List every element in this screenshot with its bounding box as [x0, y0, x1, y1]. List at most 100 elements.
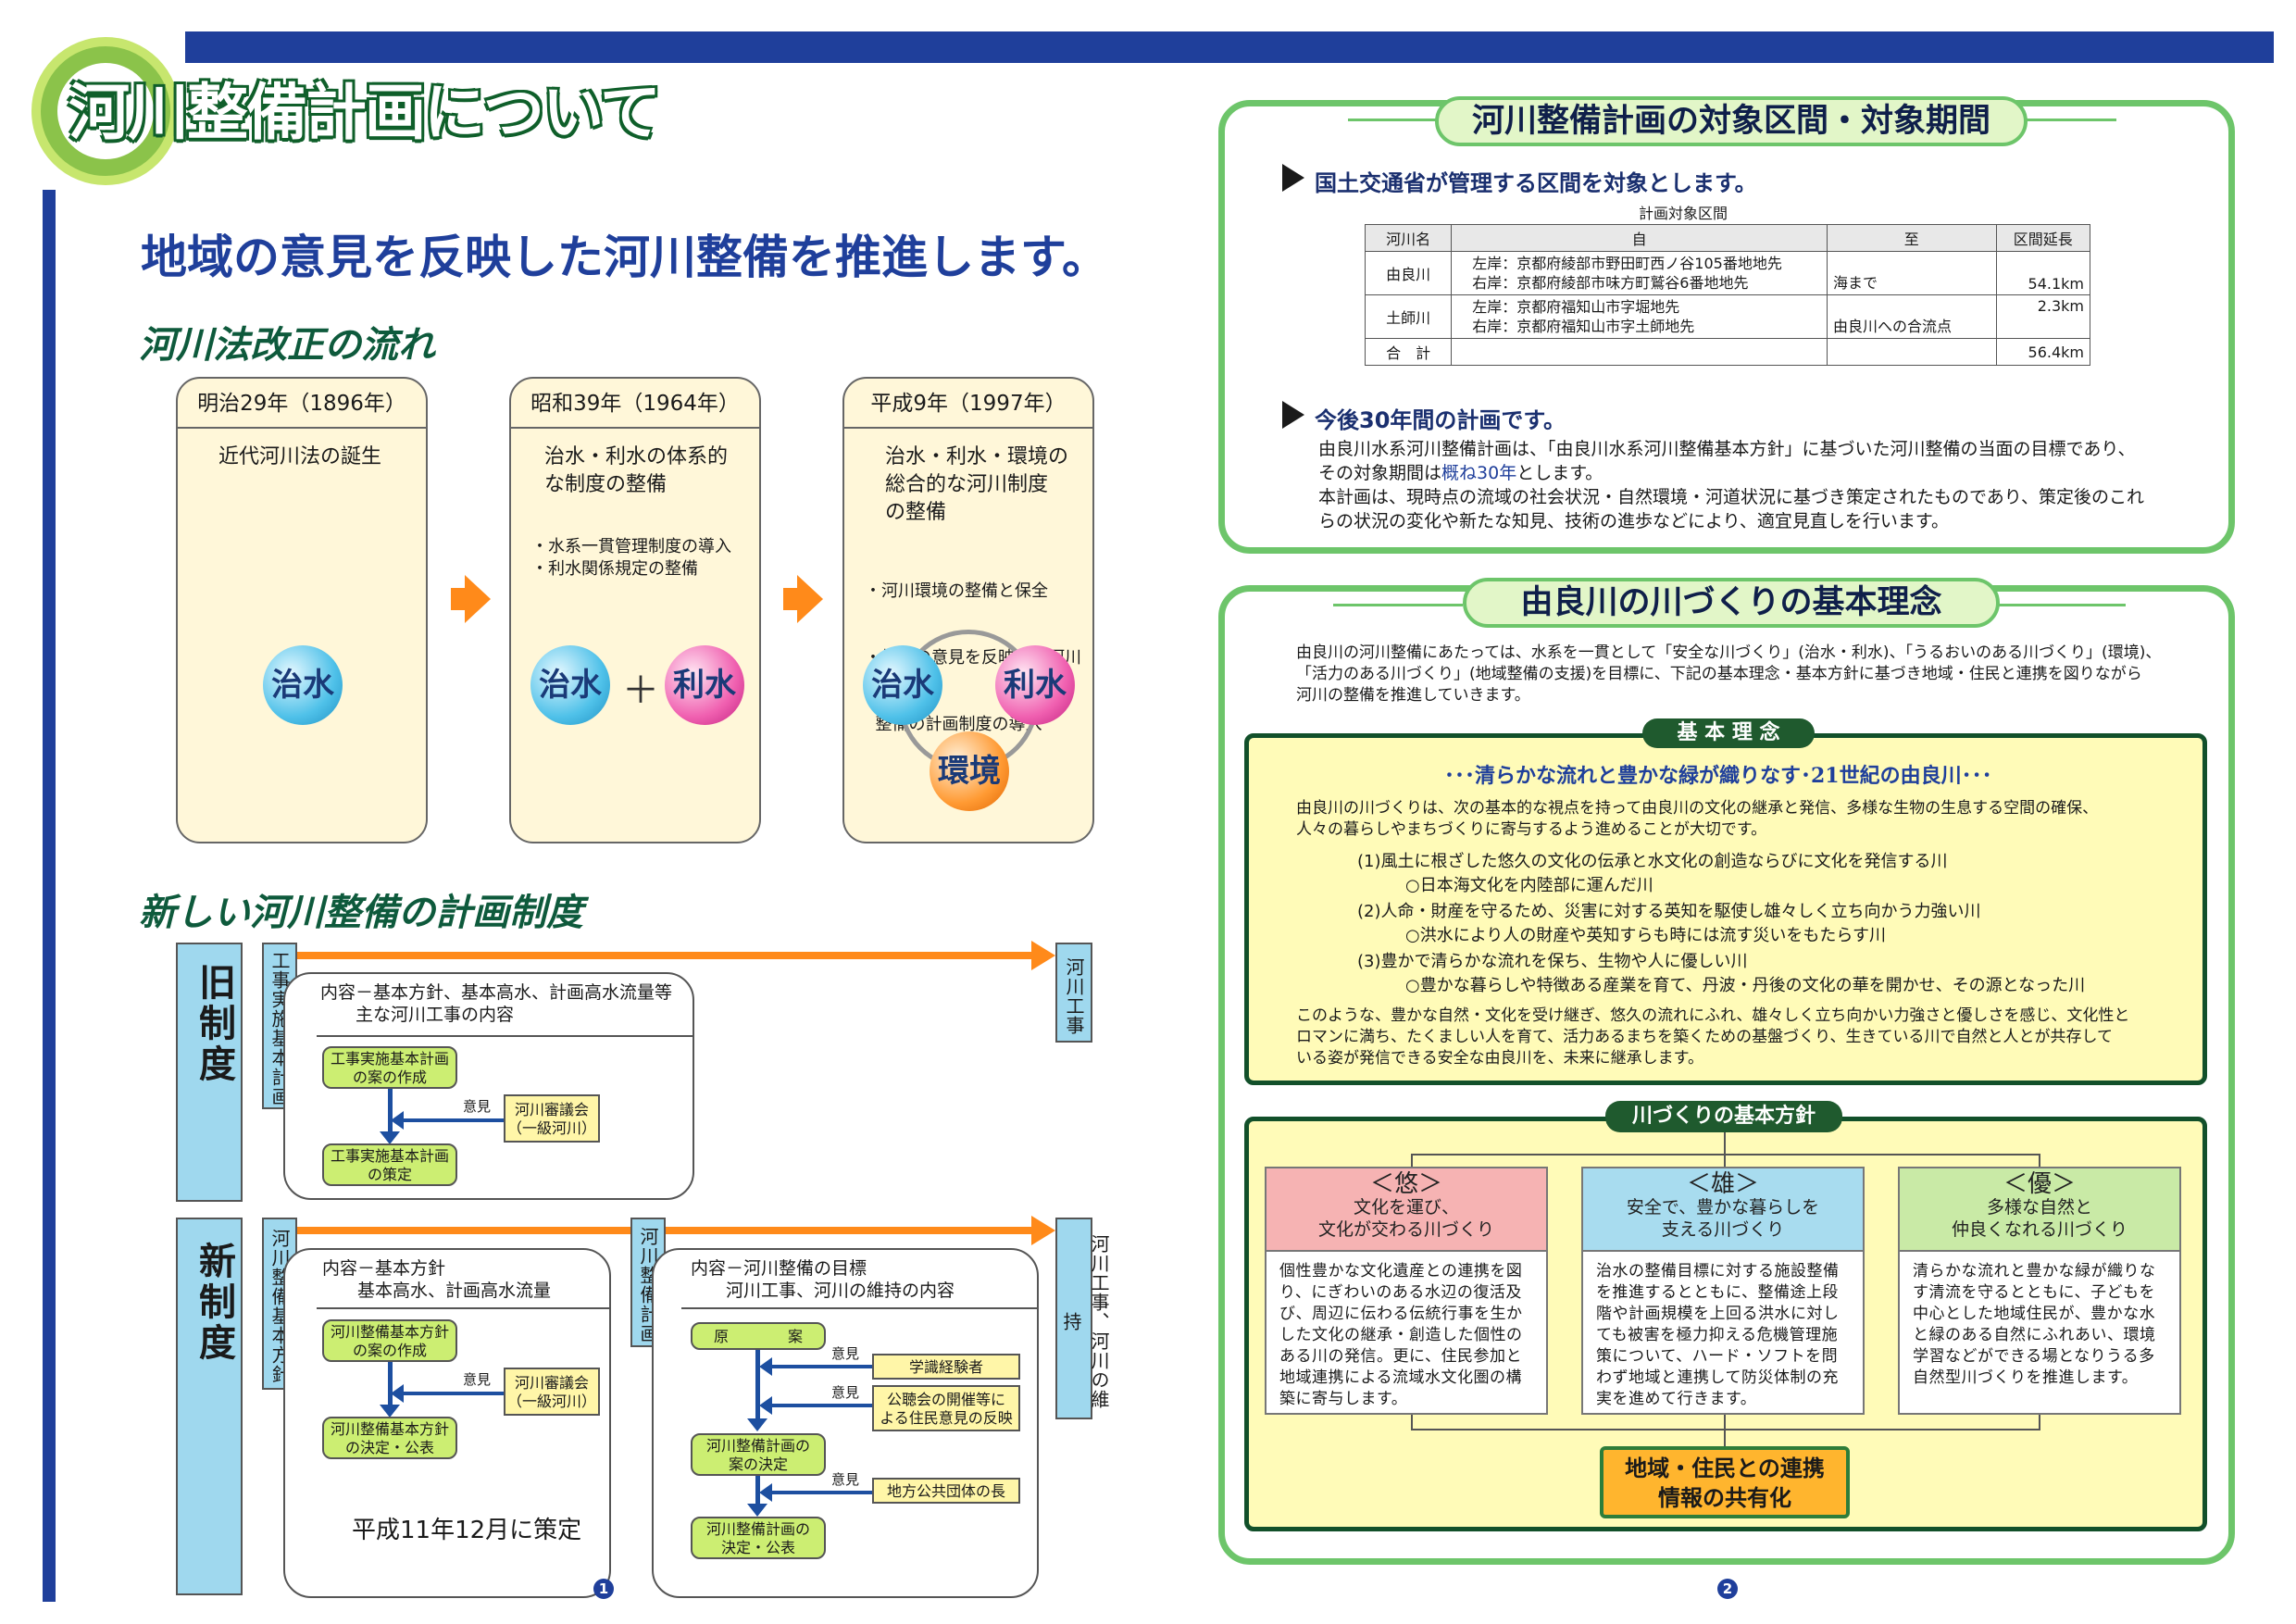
- principle-title: ･･･清らかな流れと豊かな緑が織りなす･21世紀の由良川･･･: [1444, 764, 1992, 788]
- connector-line: [2039, 1154, 2040, 1167]
- era-heading: 昭和39年（1964年）: [511, 379, 759, 429]
- policy-card-yu: ＜悠＞ 文化を運び、 文化が交わる川づくり 個性豊かな文化遺産との連携を図り、に…: [1265, 1167, 1548, 1415]
- title-line: [1333, 604, 1463, 606]
- old-draft-box: 工事実施基本計画 の案の作成: [322, 1046, 457, 1089]
- empty-cell: [1826, 338, 1997, 366]
- policy-key: ＜優＞: [2003, 1170, 2076, 1198]
- new-council-box: 河川審議会 （一級河川）: [504, 1368, 600, 1416]
- plus-sign: ＋: [622, 669, 659, 712]
- opinion-label: 意見: [463, 1098, 492, 1115]
- public-hearing-box: 公聴会の開催等に よる住民意見の反映: [872, 1385, 1020, 1431]
- arrow-left-icon: [759, 1357, 772, 1376]
- opinion-label: 意見: [831, 1471, 860, 1488]
- policy-key: ＜雄＞: [1686, 1170, 1759, 1198]
- triangle-bullet-icon: [1282, 401, 1304, 429]
- heading-target-section: 国土交通省が管理する区間を対象とします。: [1315, 170, 1757, 196]
- side-bar: [43, 190, 56, 1602]
- policy-heading: 安全で、豊かな暮らしを 支える川づくり: [1626, 1197, 1820, 1240]
- new-policy-draft-box: 河川整備基本方針 の案の作成: [322, 1319, 457, 1362]
- point-main: (3)豊かで清らかな流れを保ち、生物や人に優しい川: [1357, 952, 1748, 971]
- enacted-note: 平成11年12月に策定: [352, 1517, 582, 1544]
- connector-line: [1411, 1429, 2040, 1430]
- policy-heading: 文化を運び、 文化が交わる川づくり: [1317, 1197, 1494, 1240]
- heading-target-period: 今後30年間の計画です。: [1315, 407, 1566, 433]
- old-final-box: 工事実施基本計画 の策定: [322, 1143, 457, 1186]
- arrow-down-icon: [380, 1405, 400, 1418]
- old-end-label: 河川工事: [1055, 943, 1092, 1043]
- table-row-total: 合 計 56.4km: [1364, 338, 2091, 366]
- new-plan-final-box: 河川整備計画の 決定・公表: [691, 1517, 826, 1559]
- down-arrow: [388, 1362, 393, 1406]
- point-main: (2)人命・財産を守るため、災害に対する英知を駆使し雄々しく立ち向かう力強い川: [1357, 902, 1981, 921]
- section-new-planning-system: 新しい河川整備の計画制度: [139, 892, 583, 934]
- target-section-table: 河川名 自 至 区間延長 由良川 左岸：京都府綾部市野田町西ノ谷105番地地先 …: [1364, 224, 2091, 366]
- new-end-label: 河川工事、河川の維持: [1055, 1218, 1110, 1419]
- principle-close: このような、豊かな自然・文化を受け継ぎ、悠久の流れにふれ、雄々しく立ち向かい力強…: [1296, 1006, 2130, 1068]
- old-council-box: 河川審議会 （一級河川）: [504, 1094, 600, 1143]
- table-header: 河川名: [1364, 224, 1453, 252]
- era-note: ・水系一貫管理制度の導入: [531, 537, 731, 556]
- environment-ball: 環境: [930, 731, 1009, 811]
- title-line: [1348, 119, 1441, 121]
- left-arrow: [770, 1491, 872, 1494]
- down-arrow: [755, 1350, 760, 1422]
- header-bar: [185, 31, 2274, 63]
- policy-body: 個性豊かな文化遺産との連携を図り、にぎわいのある水辺の復活及び、周辺に伝わる伝統…: [1279, 1262, 1523, 1408]
- era-notes: ・水系一貫管理制度の導入 ・利水関係規定の整備: [511, 536, 759, 581]
- new-policy-content: 内容－基本方針 基本高水、計画高水流量: [322, 1258, 552, 1301]
- left-arrow: [770, 1404, 872, 1407]
- policy-card-yuu: ＜雄＞ 安全で、豊かな暮らしを 支える川づくり 治水の整備目標に対する施設整備を…: [1581, 1167, 1865, 1415]
- period-description: 由良川水系河川整備計画は、「由良川水系河川整備基本方針」に基づいた河川整備の当面…: [1318, 439, 2145, 531]
- policy-head: ＜悠＞ 文化を運び、 文化が交わる川づくり: [1267, 1168, 1546, 1252]
- divider: [317, 1035, 693, 1037]
- table-row: 土師川 左岸：京都府福知山市字堀地先 右岸：京都府福知山市字土師地先 由良川への…: [1364, 294, 2091, 339]
- arrow-left-icon: [391, 1384, 404, 1403]
- connector-line: [1724, 1415, 1726, 1446]
- arrow-stem: [783, 588, 798, 610]
- flood-control-ball: 治水: [263, 645, 343, 725]
- arrow-left-icon: [759, 1483, 772, 1502]
- policy-card-you: ＜優＞ 多様な自然と 仲良くなれる川づくり 清らかな流れと豊かな緑が織りなす清流…: [1898, 1167, 2181, 1415]
- opinion-label: 意見: [831, 1384, 860, 1401]
- title-line: [1996, 604, 2126, 606]
- water-use-ball: 利水: [995, 645, 1075, 725]
- river-name: 土師川: [1364, 294, 1453, 339]
- arrow-right-icon: [1031, 941, 1055, 970]
- title-circle-icon: [31, 37, 180, 185]
- empty-cell: [1451, 338, 1828, 366]
- down-arrow: [388, 1089, 393, 1133]
- policy-head: ＜雄＞ 安全で、豊かな暮らしを 支える川づくり: [1583, 1168, 1863, 1252]
- table-header: 自: [1451, 224, 1828, 252]
- new-plan-draft-box: 原 案: [691, 1322, 826, 1350]
- page-number: 2: [1717, 1579, 1738, 1599]
- policy-body: 治水の整備目標に対する施設整備を推進するとともに、整備途上段階や計画規模を上回る…: [1596, 1262, 1840, 1408]
- connector-line: [1724, 1132, 1726, 1167]
- main-title: 河川整備計画について: [69, 77, 661, 148]
- arrow-right-icon: [465, 575, 491, 623]
- old-system-label: 旧制度: [176, 943, 243, 1202]
- policy-label: 川づくりの基本方針: [1605, 1101, 1842, 1132]
- old-content-text: 内容－基本方針、基本高水、計画高水流量等 主な河川工事の内容: [320, 982, 673, 1025]
- principle-label: 基 本 理 念: [1642, 718, 1815, 748]
- left-arrow: [770, 1365, 872, 1368]
- triangle-bullet-icon: [1282, 164, 1304, 192]
- arrow-left-icon: [759, 1396, 772, 1415]
- divider: [317, 1307, 609, 1309]
- connector-line: [1411, 1154, 1413, 1167]
- era-card-meiji: 明治29年（1896年） 近代河川法の誕生: [176, 377, 428, 843]
- era-note: ・河川環境の整備と保全: [865, 581, 1048, 601]
- era-card-showa: 昭和39年（1964年） 治水・利水の体系的 な制度の整備 ・水系一貫管理制度の…: [509, 377, 761, 843]
- new-plan-content: 内容－河川整備の目標 河川工事、河川の維持の内容: [691, 1258, 955, 1301]
- arrow-down-icon: [747, 1504, 767, 1517]
- point-main: (1)風土に根ざした悠久の文化の伝承と水文化の創造ならびに文化を発信する川: [1357, 852, 1948, 871]
- arrow-stem: [451, 588, 466, 610]
- panel-title: 河川整備計画の対象区間・対象期間: [1435, 96, 2028, 146]
- table-caption: 計画対象区間: [1639, 205, 1728, 222]
- new-system-label: 新制度: [176, 1218, 243, 1595]
- left-arrow: [402, 1392, 504, 1395]
- divider: [681, 1307, 1037, 1309]
- point-sub: ○豊かな暮らしや特徴ある産業を育て、丹波・丹後の文化の華を開かせ、その源となった…: [1405, 976, 2086, 995]
- era-description: 近代河川法の誕生: [218, 445, 382, 468]
- total-label: 合 計: [1364, 338, 1453, 366]
- era-card-heisei: 平成9年（1997年） 治水・利水・環境の 総合的な河川制度 の整備 ・河川環境…: [842, 377, 1094, 843]
